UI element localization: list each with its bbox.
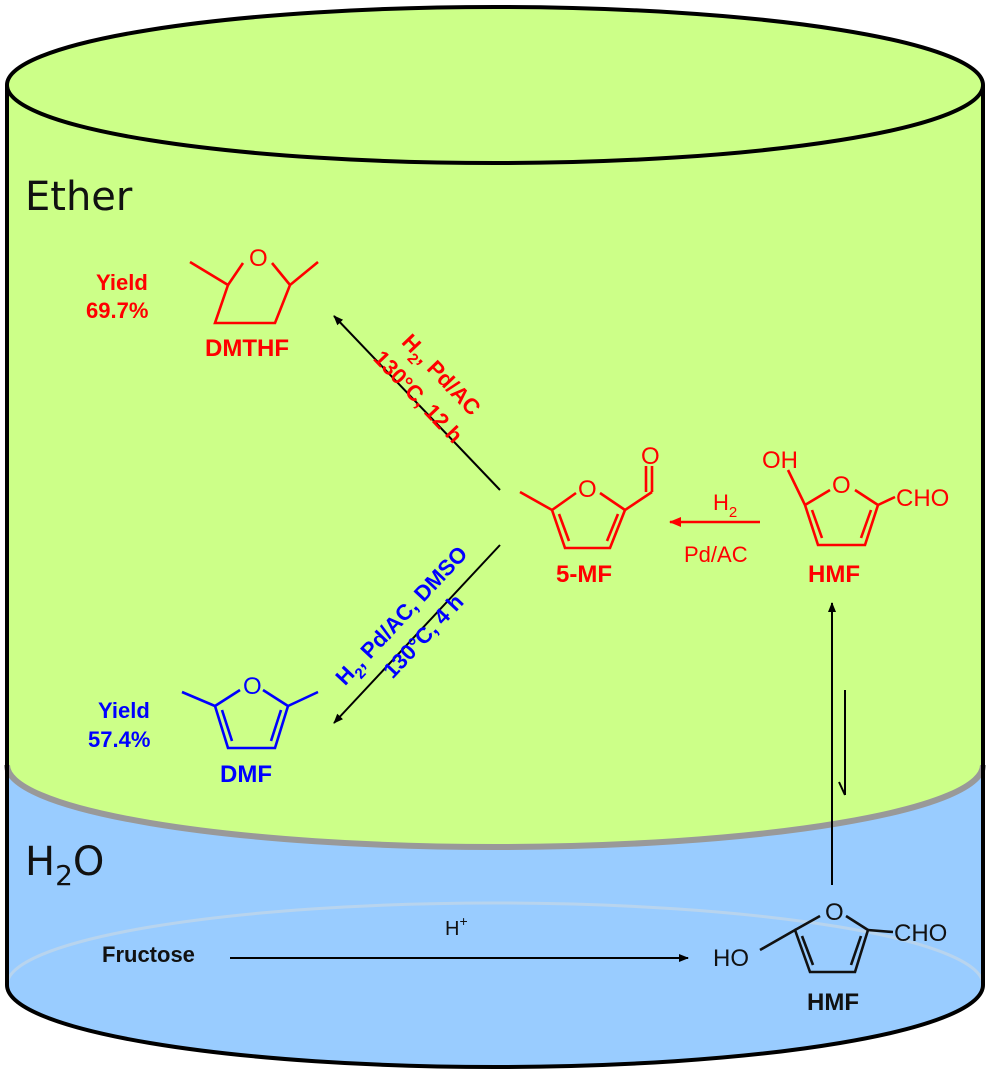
dmf-yield-label: Yield [98,698,150,723]
dmthf-yield-value: 69.7% [86,298,148,323]
hmf-ether-cho: CHO [896,485,949,512]
ether-phase [7,85,983,847]
arrow-extraction-down-head [838,781,846,796]
dmthf-structure [189,260,319,325]
mf5-label: 5-MF [556,561,612,588]
dmf-ring-oxygen: O [243,673,262,700]
fructose-label: Fructose [102,942,195,967]
hmf-water-cho: CHO [894,920,947,947]
ether-label: Ether [25,174,133,220]
phase-interface [4,764,986,850]
mf5-carbonyl-oxygen: O [641,443,660,470]
hmf-ether-structure [786,469,896,547]
dmf-yield-value: 57.4% [88,727,150,752]
bottom-rim [5,984,985,1069]
water-phase [7,765,983,1067]
hmf-water-ring-oxygen: O [825,899,844,926]
conditions-to-5mf-line2: Pd/AC [684,542,748,567]
dmf-label: DMF [220,761,272,788]
hmf-water-ho: HO [713,945,749,972]
hmf-water-structure [759,914,894,974]
mf5-ring-oxygen: O [578,476,597,503]
hmf-water-label: HMF [807,989,859,1016]
top-ellipse [5,5,985,165]
dehydration-catalyst: H+ [445,913,468,940]
hmf-ether-oh: OH [762,447,798,474]
arrow-5mf-to-dmf [333,544,501,724]
water-label: H2O [25,839,104,892]
cylinder [4,5,986,1069]
hmf-ether-label: HMF [808,561,860,588]
dmthf-ring-oxygen: O [249,245,268,272]
dmthf-label: DMTHF [205,335,289,362]
dmf-structure [181,688,319,750]
hmf-ether-ring-oxygen: O [832,472,851,499]
arrow-5mf-to-dmthf [333,315,501,491]
conditions-to-5mf-line1: H2 [713,490,737,521]
mf5-structure [519,466,654,550]
dmthf-yield-label: Yield [96,270,148,295]
